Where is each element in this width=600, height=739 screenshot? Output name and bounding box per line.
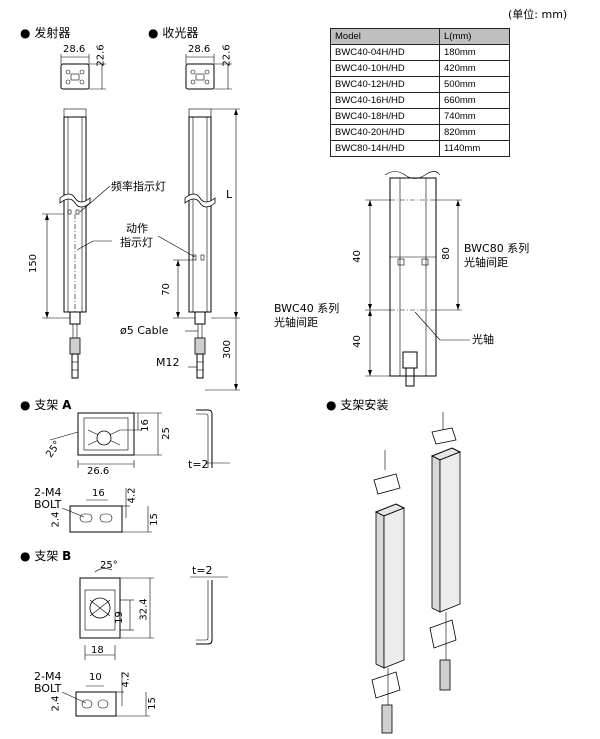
dim-emitter-width: 28.6 — [63, 44, 86, 55]
section-bracket-install-label: 支架安装 — [340, 398, 389, 412]
label-bolt-a-1: 2-M4 — [34, 486, 62, 499]
label-bolt-a-2: BOLT — [34, 498, 62, 511]
table-cell: 740mm — [439, 108, 510, 125]
bullet: ● — [20, 549, 31, 563]
dim-a2-15: 15 — [148, 513, 160, 526]
dim-a-26-6: 26.6 — [87, 466, 110, 477]
table-header-model: Model — [330, 28, 440, 45]
table-cell: BWC40-12H/HD — [330, 76, 440, 93]
table-cell: 820mm — [439, 124, 510, 141]
dim-70: 70 — [160, 283, 172, 296]
dim-40-lower: 40 — [351, 335, 363, 348]
section-bracket-a-letter: A — [62, 398, 72, 412]
label-bolt-b-1: 2-M4 — [34, 670, 62, 683]
dim-40-upper: 40 — [351, 250, 363, 263]
bullet: ● — [20, 26, 31, 40]
label-bwc80-1: BWC80 系列 — [464, 242, 530, 255]
bullet: ● — [326, 398, 337, 412]
dim-b-32-4: 32.4 — [138, 598, 150, 621]
bracket-b-drawing — [61, 568, 228, 717]
section-receiver: ● 收光器 — [148, 24, 198, 41]
label-t-b: t=2 — [192, 564, 213, 577]
detail-view — [365, 171, 470, 387]
bracket-install-drawing — [371, 412, 462, 734]
label-freq-indicator: 频率指示灯 — [111, 180, 166, 193]
emitter-body — [42, 108, 91, 379]
label-action-indicator-1: 动作 — [126, 222, 148, 235]
dim-b2-2-4: 2.4 — [50, 695, 62, 712]
table-cell: 1140mm — [439, 140, 510, 157]
table-cell: 420mm — [439, 60, 510, 77]
dim-b2-4-2: 4.2 — [120, 671, 132, 688]
dim-b2-15: 15 — [146, 697, 158, 710]
table-cell: BWC80-14H/HD — [330, 140, 440, 157]
table-cell: 660mm — [439, 92, 510, 109]
section-emitter-label: 发射器 — [34, 26, 71, 40]
dim-a2-2-4: 2.4 — [50, 511, 62, 528]
bullet: ● — [20, 398, 31, 412]
table-cell: 500mm — [439, 76, 510, 93]
dim-80: 80 — [440, 247, 452, 260]
table-cell: BWC40-18H/HD — [330, 108, 440, 125]
section-bracket-install: ● 支架安装 — [326, 396, 388, 413]
table-cell: BWC40-16H/HD — [330, 92, 440, 109]
dim-receiver-width: 28.6 — [188, 44, 211, 55]
dim-a-16: 16 — [139, 419, 151, 432]
section-bracket-b-letter: B — [62, 549, 72, 563]
label-bwc40-1: BWC40 系列 — [274, 302, 340, 315]
label-bolt-b-2: BOLT — [34, 682, 62, 695]
section-bracket-b-label: 支架 — [34, 549, 59, 563]
dim-a-25: 25 — [160, 427, 172, 440]
section-receiver-label: 收光器 — [162, 26, 199, 40]
table-cell: 180mm — [439, 44, 510, 61]
label-bwc80-2: 光轴间距 — [464, 256, 508, 269]
label-cable: ø5 Cable — [120, 324, 169, 337]
emitter-top-view — [60, 54, 106, 90]
label-m12: M12 — [156, 356, 180, 369]
receiver-top-view — [185, 54, 232, 90]
table-header-row: Model L(mm) — [330, 28, 510, 45]
dim-b-19: 19 — [113, 611, 125, 624]
dim-b-25deg: 25° — [100, 560, 118, 571]
table-cell: BWC40-04H/HD — [330, 44, 440, 61]
section-emitter: ● 发射器 — [20, 24, 70, 41]
section-bracket-a-label: 支架 — [34, 398, 59, 412]
dim-a2-4-2: 4.2 — [126, 487, 138, 504]
label-t-a: t=2 — [188, 458, 209, 471]
dim-b2-10: 10 — [89, 672, 102, 683]
label-optical-axis: 光轴 — [472, 333, 494, 346]
bullet: ● — [148, 26, 159, 40]
dim-L: L — [226, 188, 233, 201]
dim-150: 150 — [28, 253, 40, 274]
dim-b-18: 18 — [91, 645, 104, 656]
table-header-length: L(mm) — [439, 28, 510, 45]
bracket-a-drawing — [49, 409, 230, 533]
section-bracket-a: ● 支架 A — [20, 396, 71, 413]
unit-note: (单位: mm) — [508, 8, 568, 21]
table-cell: BWC40-10H/HD — [330, 60, 440, 77]
label-action-indicator-2: 指示灯 — [120, 236, 153, 249]
dim-emitter-height: 22.6 — [95, 44, 107, 67]
dim-300: 300 — [222, 339, 234, 360]
receiver-body — [173, 108, 240, 391]
table-cell: BWC40-20H/HD — [330, 124, 440, 141]
dim-receiver-height: 22.6 — [221, 44, 233, 67]
label-bwc40-2: 光轴间距 — [274, 316, 318, 329]
section-bracket-b: ● 支架 B — [20, 547, 71, 564]
dim-a2-16: 16 — [92, 488, 105, 499]
